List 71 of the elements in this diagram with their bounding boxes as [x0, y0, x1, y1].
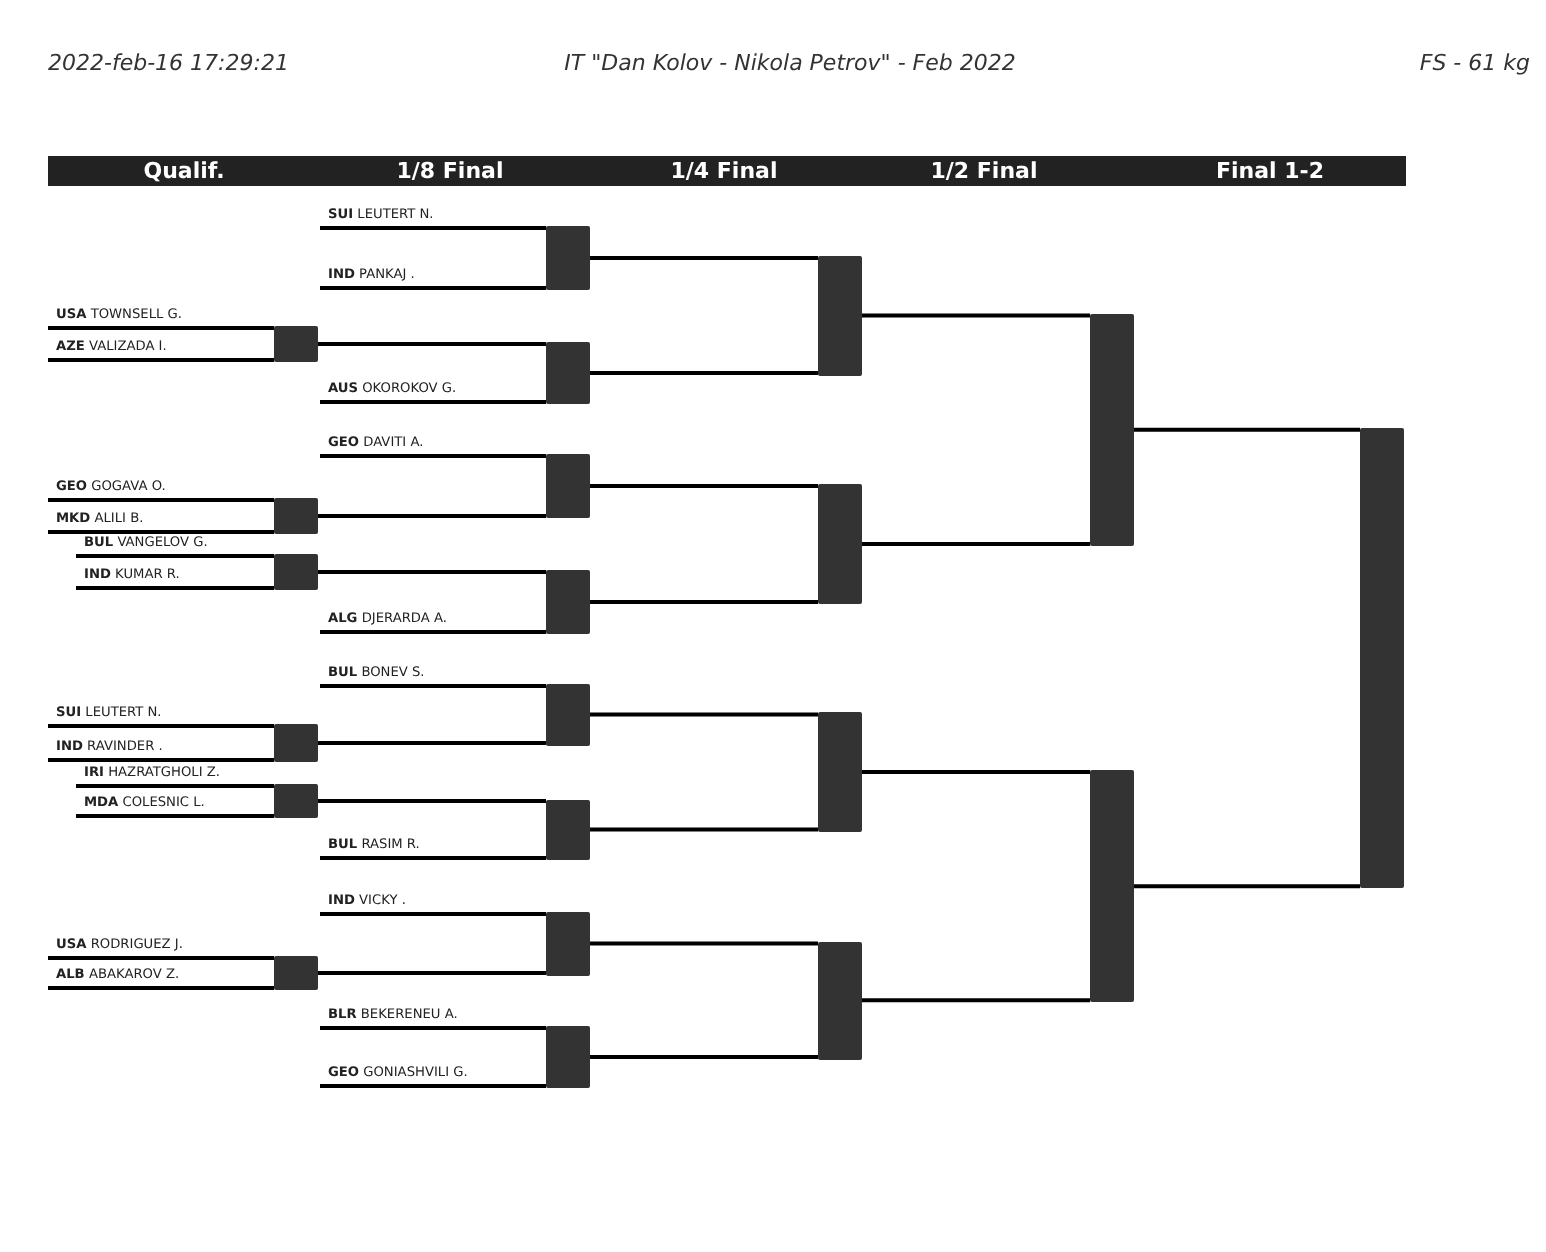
match-bar — [1090, 313, 1134, 546]
bracket-line — [862, 998, 1090, 1003]
bracket-line — [590, 827, 818, 832]
bracket-line — [320, 400, 546, 404]
bracket-line — [318, 570, 546, 574]
bracket-line — [590, 941, 818, 946]
bracket-line — [318, 514, 546, 518]
bracket-line — [862, 542, 1090, 546]
bracket-line — [862, 770, 1090, 774]
bracket-line — [1134, 427, 1360, 432]
bracket-line — [48, 956, 274, 960]
match-bar — [818, 941, 862, 1059]
bracket-line — [318, 971, 546, 975]
bracket-line — [48, 358, 274, 362]
round-header: 1/4 Final — [670, 156, 778, 186]
bracket-line — [590, 600, 818, 604]
match-bar — [546, 1026, 590, 1088]
bracket-line — [590, 484, 818, 488]
bracket-line — [320, 286, 546, 290]
match-bar — [274, 956, 318, 990]
bracket-line — [48, 724, 274, 728]
timestamp: 2022-feb-16 17:29:21 — [48, 50, 289, 76]
match-bar — [546, 570, 590, 634]
match-bar — [546, 226, 590, 290]
bracket-line — [318, 741, 546, 745]
match-bar — [546, 799, 590, 860]
bracket-line — [48, 530, 274, 534]
bracket-line — [320, 1084, 546, 1088]
bracket-line — [320, 912, 546, 916]
bracket-line — [590, 256, 818, 260]
match-bar — [1090, 770, 1134, 1003]
round-header: Qualif. — [143, 156, 225, 186]
bracket-line — [318, 342, 546, 346]
bracket-line — [862, 313, 1090, 318]
bracket-line — [320, 856, 546, 860]
round-header: Final 1-2 — [1216, 156, 1324, 186]
bracket-line — [320, 1026, 546, 1030]
bracket-line — [590, 371, 818, 375]
bracket-line — [320, 226, 546, 230]
match-bar — [818, 256, 862, 375]
match-bar — [274, 554, 318, 590]
title: IT "Dan Kolov - Nikola Petrov" - Feb 2022 — [564, 50, 1016, 76]
bracket-line — [48, 498, 274, 502]
round-header: 1/2 Final — [930, 156, 1038, 186]
bracket-line — [320, 684, 546, 688]
round-header: 1/8 Final — [396, 156, 504, 186]
bracket-line — [1134, 884, 1360, 889]
match-bar — [274, 784, 318, 818]
bracket-line — [320, 630, 546, 634]
category-label: FS - 61 kg — [1419, 50, 1530, 76]
bracket-line — [320, 454, 546, 458]
match-bar — [818, 712, 862, 832]
match-bar — [546, 684, 590, 745]
bracket-line — [318, 799, 546, 803]
bracket-line — [76, 586, 274, 590]
bracket-line — [76, 554, 274, 558]
match-bar — [546, 454, 590, 518]
match-bar — [818, 484, 862, 604]
bracket-line — [48, 326, 274, 330]
match-bar — [274, 724, 318, 762]
match-bar — [274, 326, 318, 362]
match-bar — [274, 498, 318, 534]
match-bar — [546, 912, 590, 975]
bracket-line — [590, 712, 818, 717]
match-bar — [1360, 427, 1404, 889]
bracket-line — [48, 758, 274, 762]
bracket-line — [48, 986, 274, 990]
bracket-line — [76, 784, 274, 788]
bracket-line — [76, 814, 274, 818]
match-bar — [546, 342, 590, 404]
bracket-line — [590, 1055, 818, 1059]
